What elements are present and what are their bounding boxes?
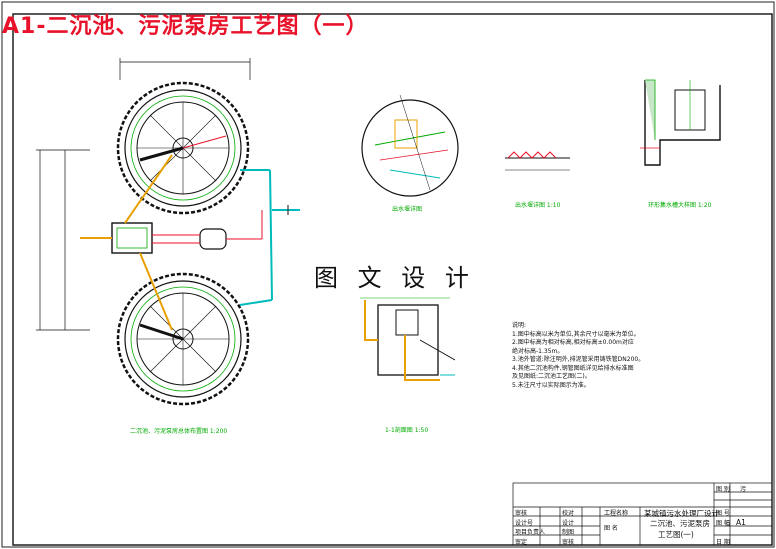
- notes-line: 2.图中标高为相对标高,相对标高±0.00m对应: [512, 339, 634, 346]
- dimension-lines: [36, 58, 251, 331]
- clarifier-top: [116, 81, 250, 215]
- tb-discipline-label: 工程名称: [604, 510, 629, 517]
- tb-label: 审核: [562, 539, 575, 546]
- tb-label: 设计: [562, 520, 575, 527]
- notes-heading: 说明:: [512, 322, 527, 329]
- tb-label: 审定: [515, 539, 528, 546]
- tb-label: 校对: [562, 510, 575, 517]
- tb-label: 审核: [515, 510, 528, 517]
- tb-right-label: 日 期: [716, 539, 730, 546]
- tb-label: 项目负责人: [515, 529, 546, 536]
- notes-line: 绝对标高-1.35m。: [512, 347, 564, 355]
- caption-detail-a: 出水堰详图: [392, 206, 423, 213]
- notes-line: 5.未注尺寸以实际图示为准。: [512, 381, 590, 389]
- title-block: [512, 482, 773, 546]
- notes-line: 3.池外管道:除注明外,排泥管采用铸铁管DN200。: [512, 356, 645, 363]
- caption-detail-d: 1-1剖面图 1:50: [385, 427, 429, 434]
- caption-main-plan: 二沉池、污泥泵房总体布置图 1:200: [130, 428, 228, 435]
- caption-detail-b: 出水堰详图 1:10: [515, 202, 561, 209]
- notes-line: 4.其他二沉池构件,钢管图纸详见给排水标准图: [512, 364, 634, 372]
- tb-project-name: 某城镇污水处理厂设计: [644, 509, 719, 518]
- tb-drawing-name-2: 工艺图(一): [658, 530, 694, 539]
- tb-drawing-name-1: 二沉池、污泥泵房: [650, 519, 710, 528]
- caption-detail-c: 环形集水槽大样图 1:20: [648, 202, 712, 209]
- notes-line: 1.图中标高以米为单位,其余尺寸以毫米为单位。: [512, 330, 640, 338]
- detail-weir: [505, 151, 570, 171]
- tb-drawing-label: 图 名: [604, 525, 618, 532]
- detail-trough: [640, 79, 721, 166]
- tb-right-label: 图 幅: [716, 520, 730, 527]
- tb-right-label: 图 号: [716, 510, 730, 517]
- tb-right-value: 污: [740, 486, 747, 493]
- detail-circle: [361, 94, 459, 197]
- distribution-well: [80, 154, 300, 331]
- tb-label: 设计号: [515, 520, 534, 527]
- tb-right-label: 图 别: [716, 486, 730, 493]
- design-notes: 说明: 1.图中标高以米为单位,其余尺寸以毫米为单位。 2.图中标高为相对标高,…: [512, 322, 662, 390]
- clarifier-bottom: [116, 272, 250, 406]
- tb-label: 制图: [562, 529, 575, 536]
- notes-line: 及见图纸:二沉池工艺图(二)。: [512, 373, 591, 380]
- watermark-text: 图 文 设 计: [314, 264, 475, 292]
- detail-section: [360, 297, 456, 381]
- tb-sheet-size: A1: [736, 518, 746, 527]
- drawing-title: A1-二沉池、污泥泵房工艺图（一）: [2, 14, 369, 39]
